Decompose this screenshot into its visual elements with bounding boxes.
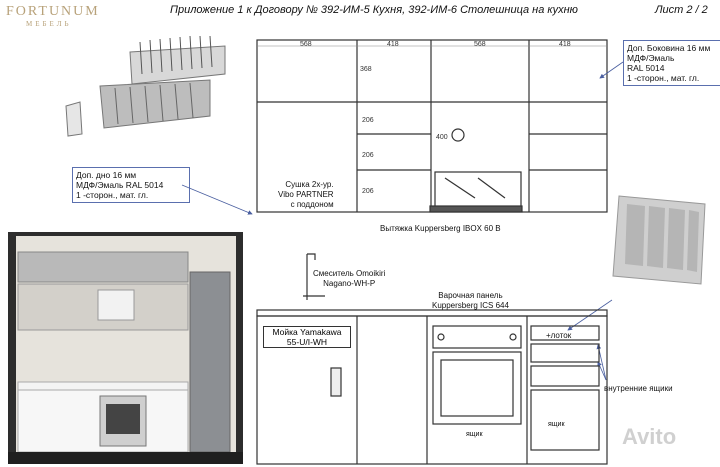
page-title: Приложение 1 к Договору № 392-ИМ-5 Кухня…: [170, 4, 578, 16]
cutlery-tray-image: [612, 195, 706, 285]
drawer-label-2: ящик: [548, 421, 565, 428]
width-dim-2: 418: [387, 41, 399, 48]
drawer-label-1: ящик: [466, 431, 483, 438]
kitchen-render-image: [8, 232, 243, 464]
height-dim-2: 206: [362, 117, 374, 124]
watermark: Avito: [622, 424, 677, 449]
sheet-number: Лист 2 / 2: [655, 4, 708, 16]
side-panel-callout: Доп. Боковина 16 мм МДФ/Эмаль RAL 5014 1…: [623, 40, 720, 86]
dryer-label: Сушка 2х-ур. Vibo PARTNER с поддоном: [278, 180, 334, 209]
inner-drawers-label: внутренние ящики: [604, 384, 673, 393]
sink-label-box: Мойка Yamakawa 55-U/I-WH: [263, 326, 351, 348]
width-dim-1: 568: [300, 41, 312, 48]
bottom-panel-callout: Доп. дно 16 мм МДФ/Эмаль RAL 5014 1 -сто…: [72, 167, 190, 203]
height-dim-1: 368: [360, 66, 372, 73]
dish-rack-image: [65, 35, 226, 137]
tray-label: +лоток: [546, 331, 572, 340]
hob-label: Варочная панель Kuppersberg ICS 644: [432, 291, 509, 310]
height-dim-4: 206: [362, 188, 374, 195]
mixer-label: Смеситель Omoikiri Nagano-WH-P: [313, 269, 386, 288]
brand-logo: FORTUNUM МЕБЕЛЬ: [6, 4, 100, 28]
upper-cabinets-drawing: [256, 39, 608, 213]
logo-name: FORTUNUM: [6, 4, 100, 19]
height-dim-3: 206: [362, 152, 374, 159]
logo-sub: МЕБЕЛЬ: [26, 20, 72, 28]
hood-label: Вытяжка Kuppersberg IBOX 60 B: [380, 224, 501, 233]
hood-height-dim: 400: [436, 134, 448, 141]
width-dim-4: 418: [559, 41, 571, 48]
lower-cabinets-drawing: [256, 253, 608, 465]
width-dim-3: 568: [474, 41, 486, 48]
